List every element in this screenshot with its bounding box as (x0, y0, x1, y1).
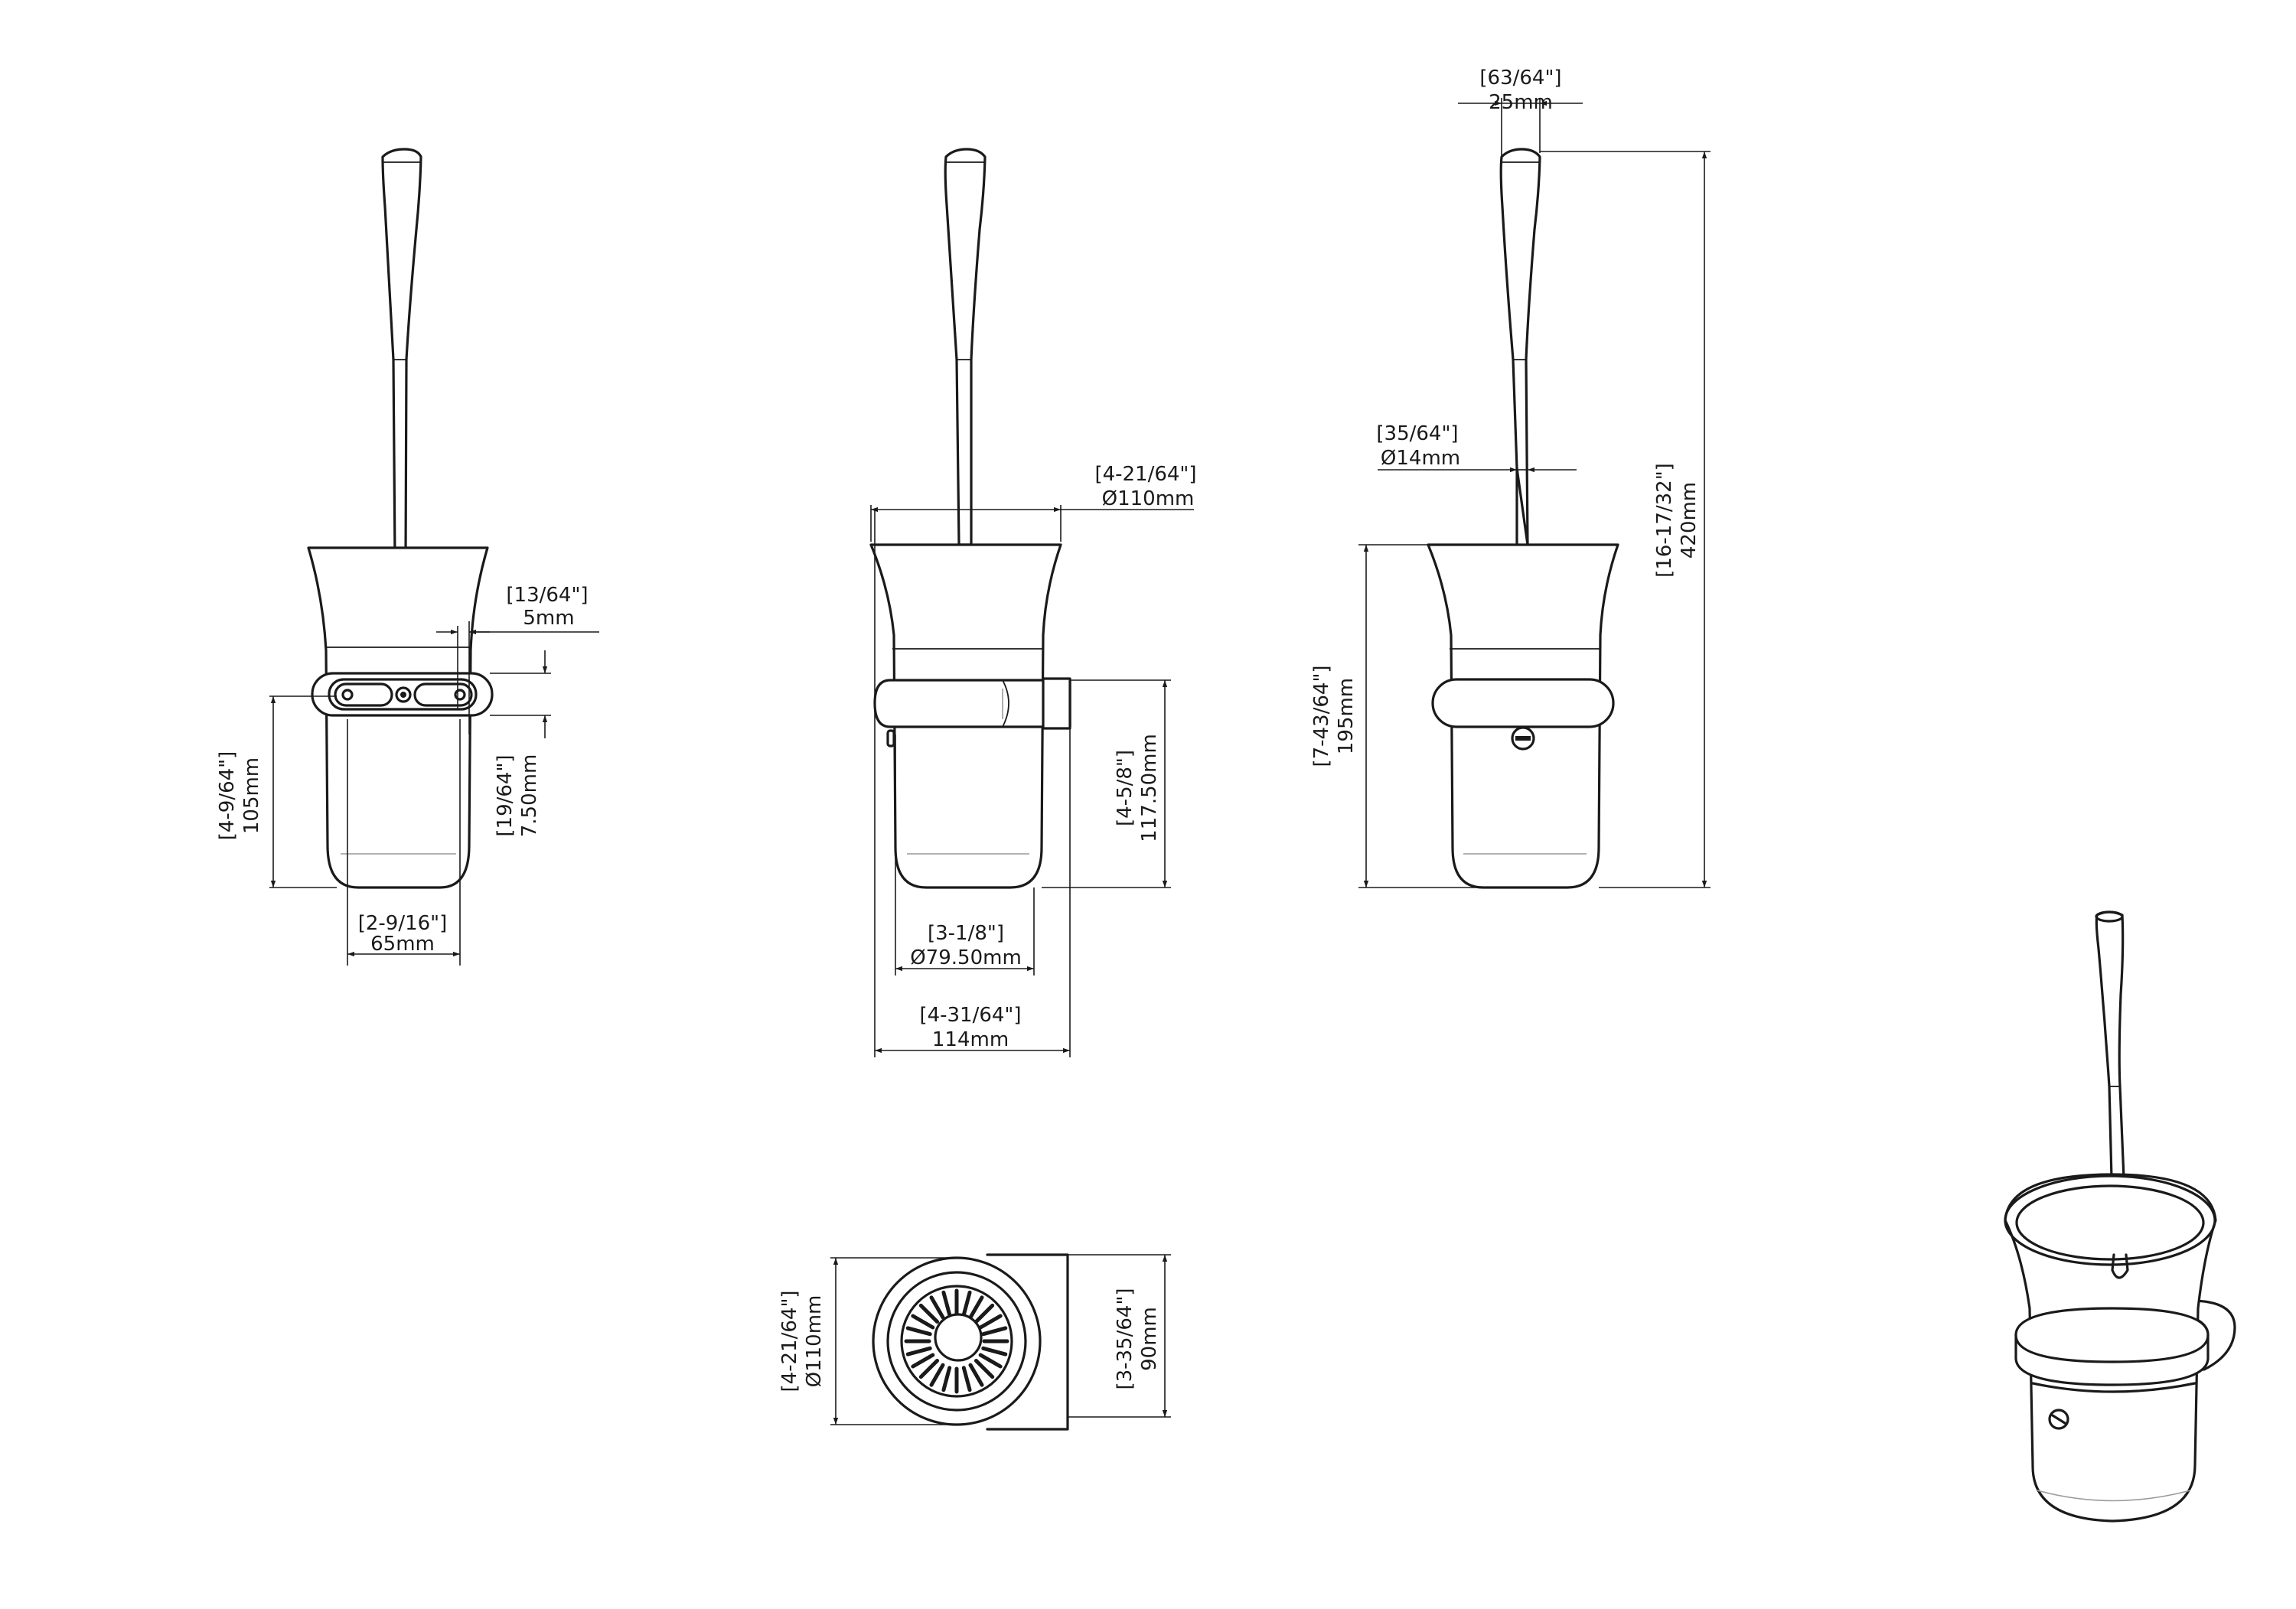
bristle-slot (974, 1358, 995, 1379)
overall-height-metric: 420mm (1678, 482, 1701, 559)
bristle-slot (974, 1303, 995, 1324)
base-diameter-imperial: [3-1/8"] (928, 922, 1004, 945)
holder-height-front-metric: 117.50mm (1138, 734, 1161, 842)
bristle-slot (941, 1290, 952, 1317)
cup-diameter-metric: Ø110mm (1102, 487, 1195, 510)
handle-top-width-imperial: [63/64"] (1479, 67, 1561, 90)
cup-diameter-imperial: [4-21/64"] (1094, 463, 1196, 486)
bristles (904, 1288, 1009, 1394)
bracket-height-imperial: [19/64"] (494, 754, 517, 836)
bristle-slot (941, 1366, 952, 1392)
rim-gap-metric: 5mm (523, 607, 574, 630)
bristle-slot (978, 1353, 1003, 1369)
bristle-slot (981, 1346, 1008, 1357)
dimension-lines (269, 98, 1711, 1425)
bristle-slot (978, 1314, 1003, 1330)
bristle-slot (911, 1314, 935, 1330)
wall-arm (986, 1253, 1069, 1431)
handle-hole (934, 1313, 983, 1362)
top-depth-metric: 90mm (1138, 1307, 1161, 1371)
wall-arm (1042, 677, 1071, 730)
dimension-labels: [13/64"] 5mm [19/64"] 7.50mm [4-9/64"] 1… (216, 67, 1701, 1392)
bracket-height-metric: 7.50mm (518, 754, 541, 838)
screw-icon (1511, 726, 1535, 751)
overall-depth-metric: 114mm (932, 1028, 1009, 1051)
bristle-slot (905, 1326, 932, 1337)
top-diameter-metric: Ø110mm (803, 1295, 826, 1388)
bristle-slot (911, 1353, 935, 1369)
view-front (1427, 148, 1619, 889)
overall-height-imperial: [16-17/32"] (1653, 463, 1676, 578)
overall-depth-imperial: [4-31/64"] (919, 1004, 1021, 1027)
holder-ring (2014, 1307, 2210, 1386)
holder-height-side-imperial: [4-9/64"] (216, 751, 239, 841)
view-isometric (2004, 910, 2236, 1523)
bracket-width-metric: 65mm (370, 933, 435, 956)
bristle-slot (981, 1326, 1008, 1337)
holder-height-side-metric: 105mm (240, 757, 263, 834)
bristle-slot (968, 1363, 984, 1387)
cup (307, 546, 489, 889)
brush-handle (381, 148, 422, 560)
bristles-icon (900, 1285, 1013, 1398)
bristle-slot (929, 1295, 945, 1320)
holder-height-front-imperial: [4-5/8"] (1114, 750, 1137, 826)
screw-icon (2048, 1409, 2069, 1430)
screw-icon (395, 686, 412, 703)
handle-diameter-metric: Ø14mm (1381, 447, 1460, 470)
base-diameter-metric: Ø79.50mm (910, 946, 1022, 969)
handle-top-width-metric: 25mm (1489, 91, 1553, 114)
rim-gap-imperial: [13/64"] (506, 584, 588, 607)
brush-handle (944, 148, 987, 546)
top-depth-imperial: [3-35/64"] (1114, 1288, 1137, 1389)
holder-height-total-imperial: [7-43/64"] (1310, 665, 1333, 767)
holder-ring (1431, 678, 1615, 728)
bristle-slot (918, 1303, 940, 1324)
view-top (872, 1253, 1069, 1431)
bristle-slot (905, 1346, 932, 1357)
view-side (869, 148, 1071, 889)
bristle-slot (961, 1290, 972, 1317)
bracket-width-imperial: [2-9/16"] (358, 912, 448, 935)
holder-height-total-metric: 195mm (1335, 678, 1358, 754)
holder-ring (873, 679, 1071, 728)
bristle-slot (961, 1366, 972, 1392)
bristle-slot (968, 1295, 984, 1320)
brush-handle (1499, 148, 1541, 546)
handle-diameter-imperial: [35/64"] (1376, 422, 1458, 445)
view-back (307, 148, 494, 889)
bristle-slot (929, 1363, 945, 1387)
top-diameter-imperial: [4-21/64"] (778, 1290, 801, 1392)
bristle-slot (918, 1358, 940, 1379)
